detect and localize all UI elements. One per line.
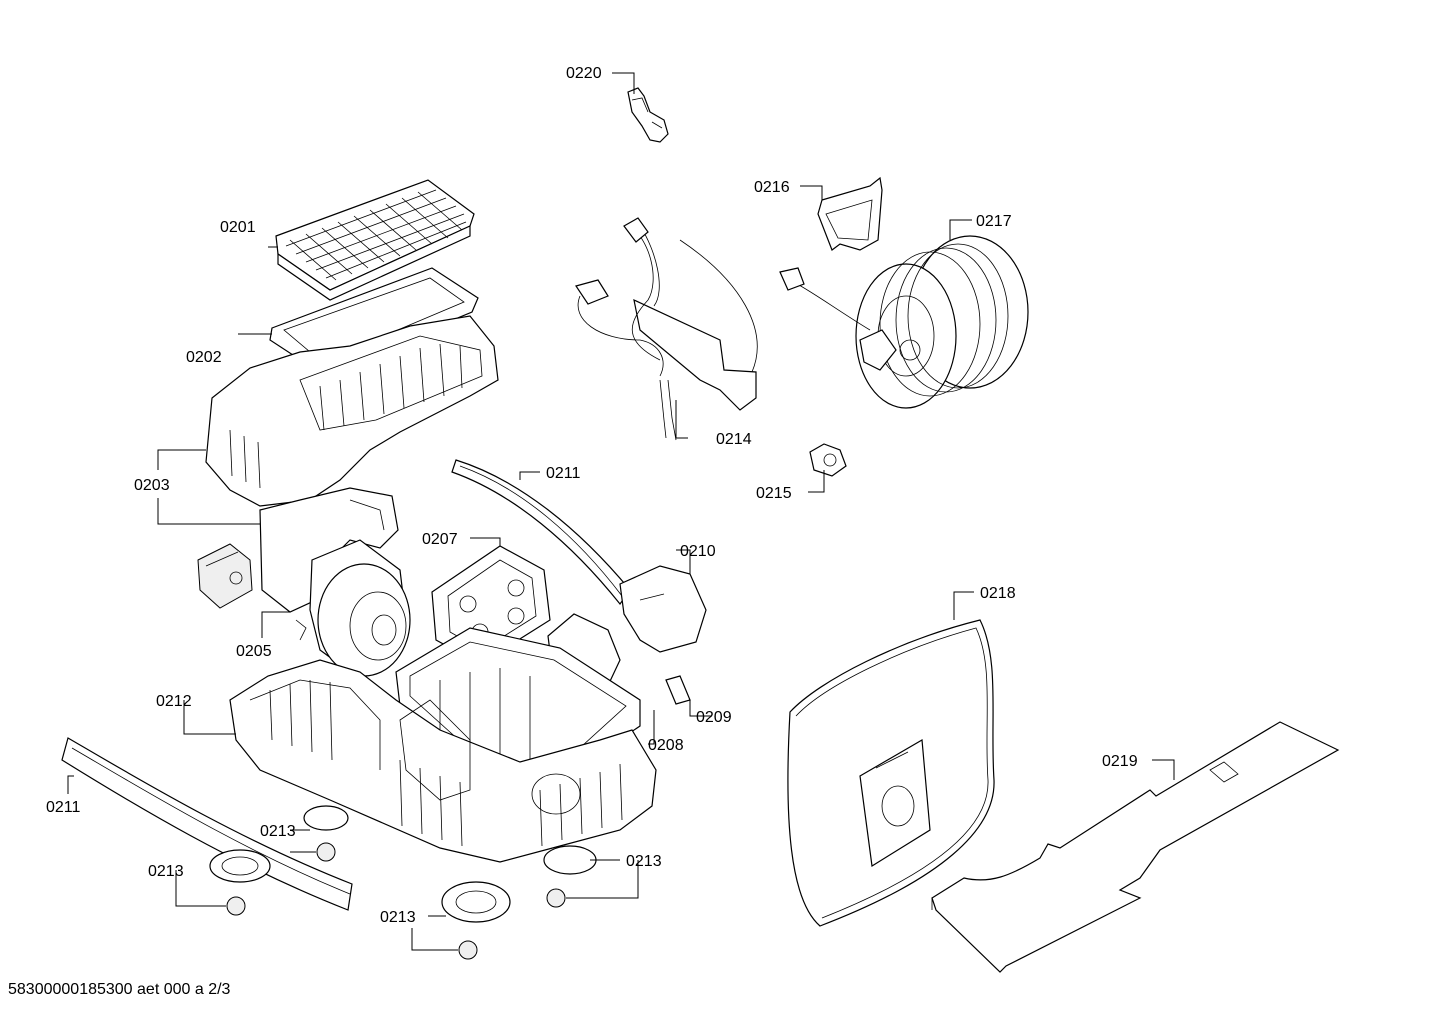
label-0219: 0219 (1102, 753, 1138, 770)
part-0203-upper-housing (205, 315, 499, 613)
drawing-code: 58300000185300 aet 000 a 2/3 (8, 981, 231, 998)
label-0208: 0208 (648, 737, 684, 754)
part-0211-bumper-strip-lower (61, 737, 353, 911)
label-0209: 0209 (696, 709, 732, 726)
label-0215: 0215 (756, 485, 792, 502)
part-0213-caster-2 (209, 849, 271, 916)
label-0216: 0216 (754, 179, 790, 196)
label-0214: 0214 (716, 431, 752, 448)
label-0210: 0210 (680, 543, 716, 560)
label-0217: 0217 (976, 213, 1012, 230)
part-0214-wiring-board (575, 217, 758, 441)
part-seal-block (197, 543, 253, 609)
label-0213-d: 0213 (380, 909, 416, 926)
part-0205-motor (295, 539, 411, 677)
label-0212: 0212 (156, 693, 192, 710)
part-0215-connector (809, 443, 847, 477)
label-0218: 0218 (980, 585, 1016, 602)
part-labels: 0220 0216 0217 0201 0202 0214 0215 0203 … (46, 65, 1138, 926)
label-0220: 0220 (566, 65, 602, 82)
part-0219-cardboard-insert (931, 721, 1340, 973)
label-0202: 0202 (186, 349, 222, 366)
part-0217-cable-reel (779, 235, 1029, 409)
part-0212-lower-housing (229, 659, 657, 863)
label-0211-lower: 0211 (46, 799, 81, 816)
label-0201: 0201 (220, 219, 256, 236)
label-0213-a: 0213 (260, 823, 296, 840)
label-0203: 0203 (134, 477, 170, 494)
part-0213-caster-4 (441, 881, 511, 960)
part-0209-tab (665, 675, 691, 705)
leader-lines (67, 72, 1175, 951)
label-0213-b: 0213 (148, 863, 184, 880)
part-0201-filter-grille (275, 179, 475, 301)
label-0211-upper: 0211 (546, 465, 581, 482)
part-0213-caster-3 (543, 845, 597, 908)
part-0220-clip (627, 87, 669, 143)
part-0218-dust-bag (787, 619, 995, 927)
part-0216-cover (817, 176, 883, 251)
label-0207: 0207 (422, 531, 458, 548)
label-0205: 0205 (236, 643, 272, 660)
part-0213-caster-1 (303, 805, 349, 862)
part-0211-bumper-strip-upper (451, 459, 631, 605)
label-0213-c: 0213 (626, 853, 662, 870)
